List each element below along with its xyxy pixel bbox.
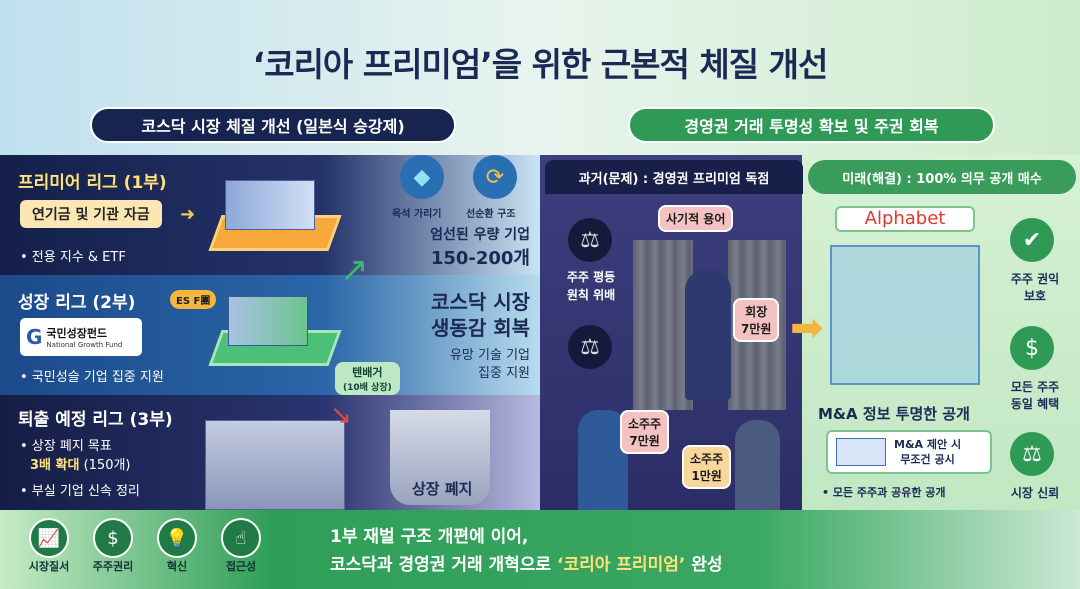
tenbagger-label: 텐배거 [352, 366, 383, 379]
revive-line1: 코스닥 시장 [431, 290, 530, 314]
shield-check-icon: ✔ [1010, 218, 1054, 262]
bottom-line2-start: 코스닥과 경영권 거래 개혁으로 [330, 555, 557, 575]
quality-label: 엄선된 우량 기업 [430, 227, 530, 243]
bottom-line2: 코스닥과 경영권 거래 개혁으로 ‘코리아 프리미엄’ 완성 [330, 550, 723, 575]
future-header: 미래(해결) : 100% 의무 공개 매수 [808, 160, 1076, 194]
trash-bin-icon [390, 410, 490, 505]
left-section-pill: 코스닥 시장 체질 개선 (일본식 승강제) [90, 107, 456, 143]
chairman-price: 7만원 [741, 322, 772, 336]
chart-icon: 📈 [29, 518, 69, 558]
arrow-right-icon: ➡ [790, 305, 824, 351]
league3-bullet1: • 상장 폐지 목표 [20, 439, 112, 454]
cycle-icon: ⟳ [473, 155, 517, 199]
league1-bullet: • 전용 지수 & ETF [20, 250, 126, 265]
benefit3: 시장 신뢰 [1010, 486, 1060, 500]
fund-name-ko: 국민성장펀드 [46, 327, 108, 340]
bottom-line1: 1부 재벌 구조 개편에 이어, [330, 527, 529, 547]
bottom-icons: 📈 시장질서 $ 주주권리 💡 혁신 ☝ 접근성 [18, 518, 272, 574]
bottom-line2-end: 완성 [685, 555, 723, 575]
league3-title: 퇴출 예정 리그 (3부) [18, 410, 173, 430]
lightbulb-icon: 💡 [157, 518, 197, 558]
icon-label-market-order: 시장질서 [28, 560, 70, 573]
page-title: ‘코리아 프리미엄’을 위한 근본적 체질 개선 [252, 45, 829, 84]
minor2-bubble: 소주주 1만원 [682, 445, 732, 489]
league1-tag: 연기금 및 기관 자금 [20, 200, 162, 228]
support-line1: 유망 기술 기업 [449, 348, 530, 363]
glass-box [830, 245, 980, 385]
ma-bullet: • 모든 주주과 공유한 공개 [822, 486, 946, 499]
tenbagger-sub: (10배 상장) [343, 383, 392, 393]
minor1-price: 7만원 [629, 434, 660, 448]
scale-icon: ⚖ [568, 218, 612, 262]
fund-logo-icon: G [26, 325, 43, 349]
violation-line2: 원칙 위배 [566, 288, 616, 302]
minor-shareholder-figure [578, 410, 628, 510]
icon2-label: 선순환 구조 [466, 209, 516, 220]
ma-title: M&A 정보 투명한 공개 [818, 405, 970, 423]
broken-scale-icon: ⚖ [568, 325, 612, 369]
past-header: 과거(문제) : 경영권 프리미엄 독점 [545, 160, 803, 194]
benefit2-line1: 모든 주주 [1010, 380, 1060, 394]
league2-title: 성장 리그 (2부) [18, 293, 136, 313]
league3-highlight: 3배 확대 [30, 458, 80, 473]
benefit1-line1: 주주 권익 [1010, 272, 1060, 286]
growth-buildings [228, 296, 308, 346]
exit-box [205, 420, 345, 510]
violation-line1: 주주 평등 [566, 270, 616, 284]
touch-icon: ☝ [221, 518, 261, 558]
dollar-hand-icon: $ [93, 518, 133, 558]
scale-icon: ⚖ [1010, 432, 1054, 476]
icon1-label: 옥석 가리기 [392, 209, 442, 220]
arrow-right-icon: ➜ [180, 204, 196, 225]
minor1-label: 소주주 [628, 417, 662, 431]
support-line2: 집중 지원 [478, 366, 530, 381]
right-section-pill: 경영권 거래 투명성 확보 및 주권 회복 [628, 107, 995, 143]
quality-count: 150-200개 [430, 248, 530, 269]
minor-shareholder-figure-2 [735, 420, 780, 510]
minor2-label: 소주주 [690, 452, 724, 466]
ma-box-line2: 무조건 공시 [900, 453, 955, 466]
tenbagger-badge: 텐배거 (10배 상장) [335, 362, 400, 395]
icon-label-innovation: 혁신 [166, 560, 188, 573]
document-icon [836, 438, 886, 466]
chairman-bubble: 회장 7만원 [733, 298, 780, 342]
curtain-left [633, 240, 693, 410]
chairman-label: 회장 [745, 305, 768, 319]
icon-label-accessibility: 접근성 [225, 560, 257, 573]
minor2-price: 1만원 [691, 469, 722, 483]
bottom-highlight: ‘코리아 프리미엄’ [557, 555, 686, 575]
league1-title: 프리미어 리그 (1부) [18, 173, 167, 193]
league3-bullet2: • 부실 기업 신속 정리 [20, 484, 140, 499]
league2-bullet: • 국민성슬 기업 집중 지원 [20, 370, 164, 385]
delisting-arrow-icon: ↘ [330, 400, 352, 430]
delisting-label: 상장 폐지 [412, 480, 473, 498]
icon-label-shareholder-rights: 주주권리 [92, 560, 134, 573]
growth-arrow-icon: ↗ [340, 250, 369, 290]
benefit1-line2: 보호 [1023, 289, 1047, 303]
esf-badge: ES F團 [170, 290, 217, 309]
premier-buildings [225, 180, 315, 230]
diamond-icon: ◆ [400, 155, 444, 199]
dollar-document-icon: $ [1010, 326, 1054, 370]
fund-name-en: National Growth Fund [46, 341, 123, 349]
league3-count: (150개) [79, 458, 131, 473]
benefit2-line2: 동일 혜택 [1010, 397, 1060, 411]
ma-box-line1: M&A 제안 시 [894, 438, 962, 451]
alphabet-logo: Alphabet [835, 206, 975, 232]
chairman-figure [685, 270, 731, 400]
minor1-bubble: 소주주 7만원 [620, 410, 670, 454]
revive-line2: 생동감 회복 [431, 316, 530, 340]
fraud-bubble: 사기적 용어 [658, 205, 734, 232]
national-growth-fund-logo: G 국민성장펀드 National Growth Fund [20, 318, 142, 356]
